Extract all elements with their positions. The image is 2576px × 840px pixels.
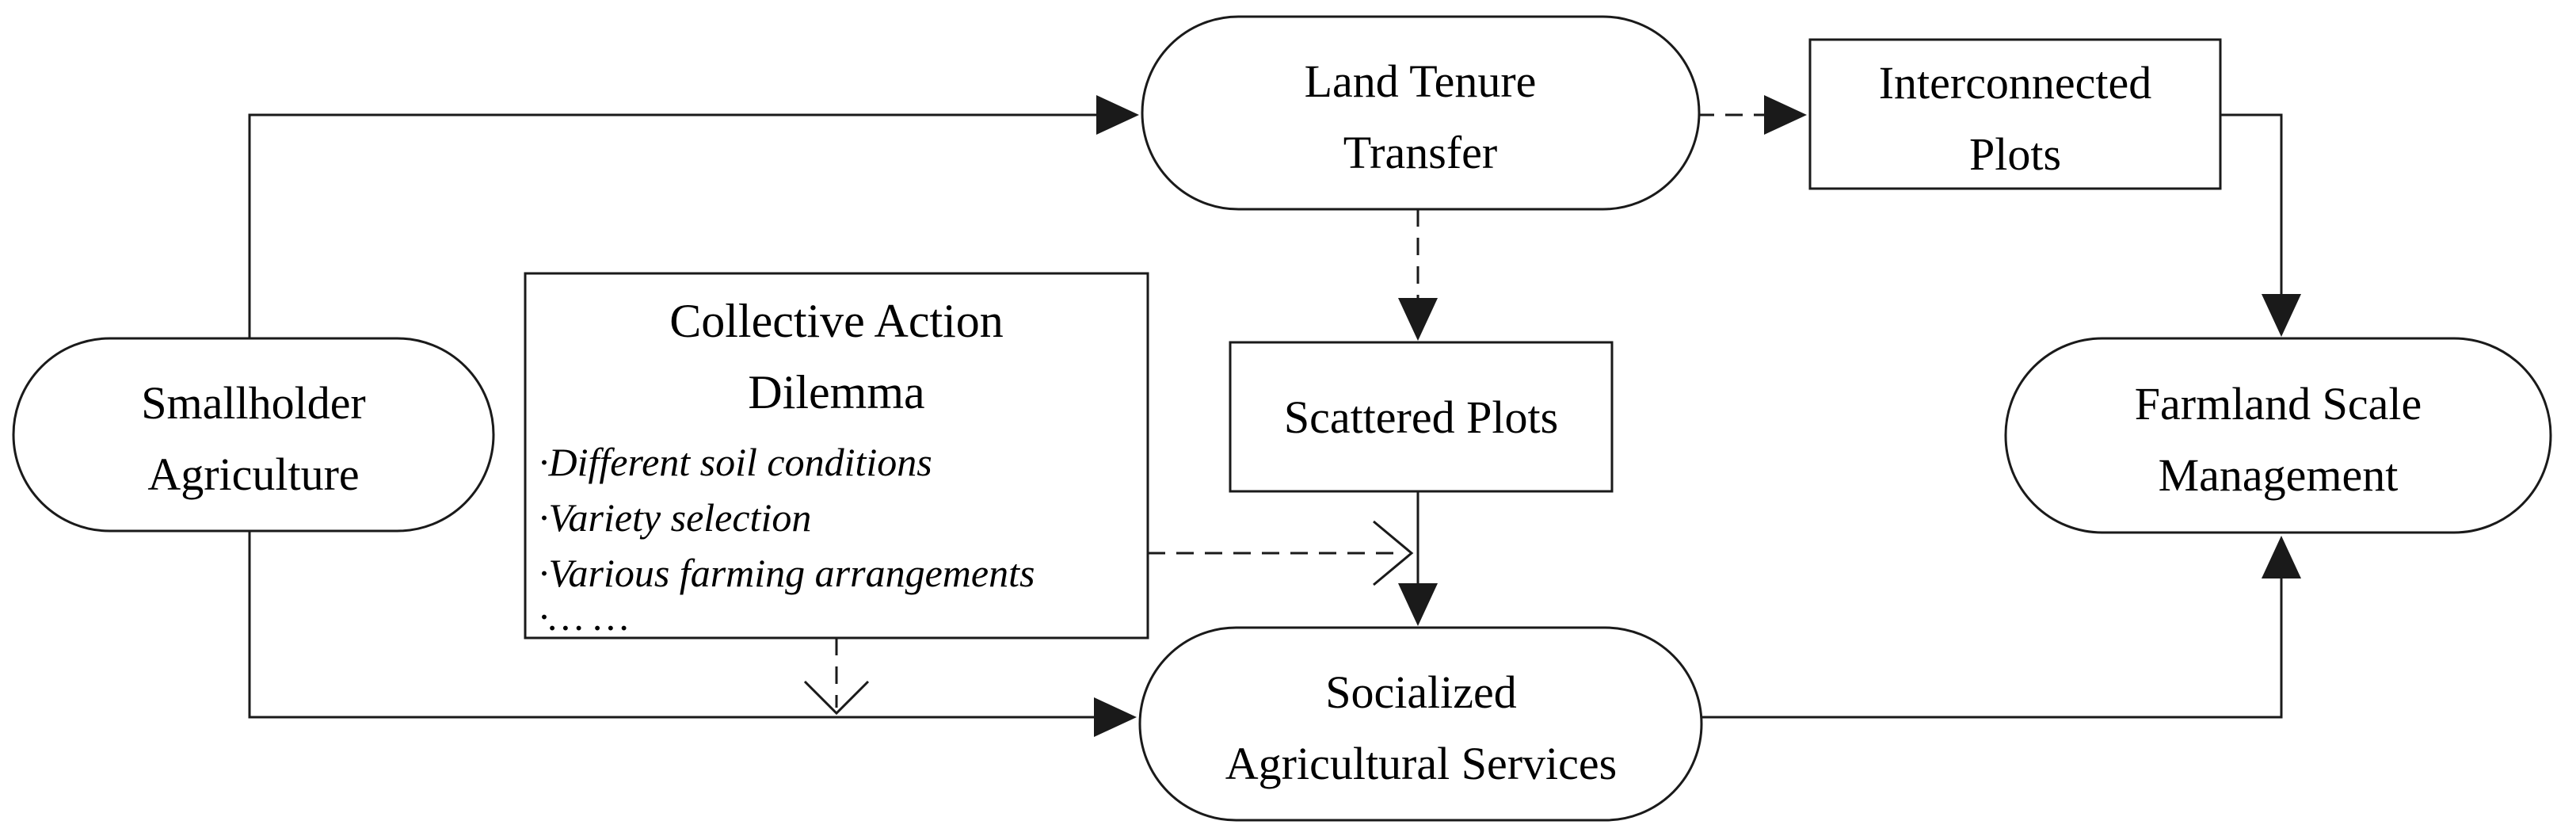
farmland-scale-management-shape: [2004, 337, 2552, 534]
edge-interconnected-to-farmland: [2220, 113, 2301, 337]
socialized-services-label-line2: Agricultural Services: [1225, 738, 1617, 789]
open-arrowhead-down-icon: [803, 680, 870, 716]
farmland-management-label-line1: Farmland Scale: [2135, 378, 2422, 430]
scattered-plots-shape: [1229, 341, 1614, 493]
socialized-services-label-line1: Socialized: [1325, 666, 1517, 718]
scattered-plots-label: Scattered Plots: [1284, 391, 1558, 443]
edge-smallholder-to-land-tenure: [248, 95, 1139, 338]
interconnected-plots-shape: [1808, 38, 2222, 190]
land-tenure-transfer-shape: [1141, 15, 1701, 211]
socialized-agricultural-services-shape: [1138, 626, 1703, 822]
land-tenure-transfer-label-line2: Transfer: [1343, 127, 1497, 178]
node-smallholder-agriculture: Smallholder Agriculture: [12, 337, 495, 533]
open-arrowhead-right-icon: [1373, 520, 1414, 586]
collective-action-dilemma-title-line2: Dilemma: [748, 366, 924, 418]
land-tenure-transfer-label-line1: Land Tenure: [1305, 55, 1537, 107]
node-farmland-scale-management: Farmland Scale Management: [2004, 337, 2552, 534]
collective-action-dilemma-title-line1: Collective Action: [669, 295, 1004, 347]
node-land-tenure-transfer: Land Tenure Transfer: [1141, 15, 1701, 211]
collective-dilemma-bullet-2: ·Variety selection: [539, 495, 811, 540]
smallholder-agriculture-label-line2: Agriculture: [147, 449, 359, 500]
interconnected-plots-label-line1: Interconnected: [1879, 57, 2152, 109]
collective-action-dilemma-shape: [524, 272, 1149, 640]
collective-dilemma-bullet-4: ·… …: [539, 594, 629, 639]
smallholder-agriculture-label-line1: Smallholder: [141, 377, 366, 429]
node-collective-action-dilemma: Collective Action Dilemma ·Different soi…: [524, 272, 1149, 640]
collective-dilemma-bullet-3: ·Various farming arrangements: [539, 551, 1035, 595]
collective-dilemma-bullet-1: ·Different soil conditions: [539, 440, 932, 484]
edge-socialized-to-farmland: [1701, 536, 2301, 719]
node-interconnected-plots: Interconnected Plots: [1808, 38, 2222, 190]
farmland-management-label-line2: Management: [2159, 449, 2399, 501]
node-scattered-plots: Scattered Plots: [1229, 341, 1614, 493]
edge-smallholder-to-socialized: [248, 531, 1137, 737]
interconnected-plots-label-line2: Plots: [1969, 128, 2061, 180]
node-socialized-agricultural-services: Socialized Agricultural Services: [1138, 626, 1703, 822]
smallholder-agriculture-shape: [12, 337, 495, 533]
